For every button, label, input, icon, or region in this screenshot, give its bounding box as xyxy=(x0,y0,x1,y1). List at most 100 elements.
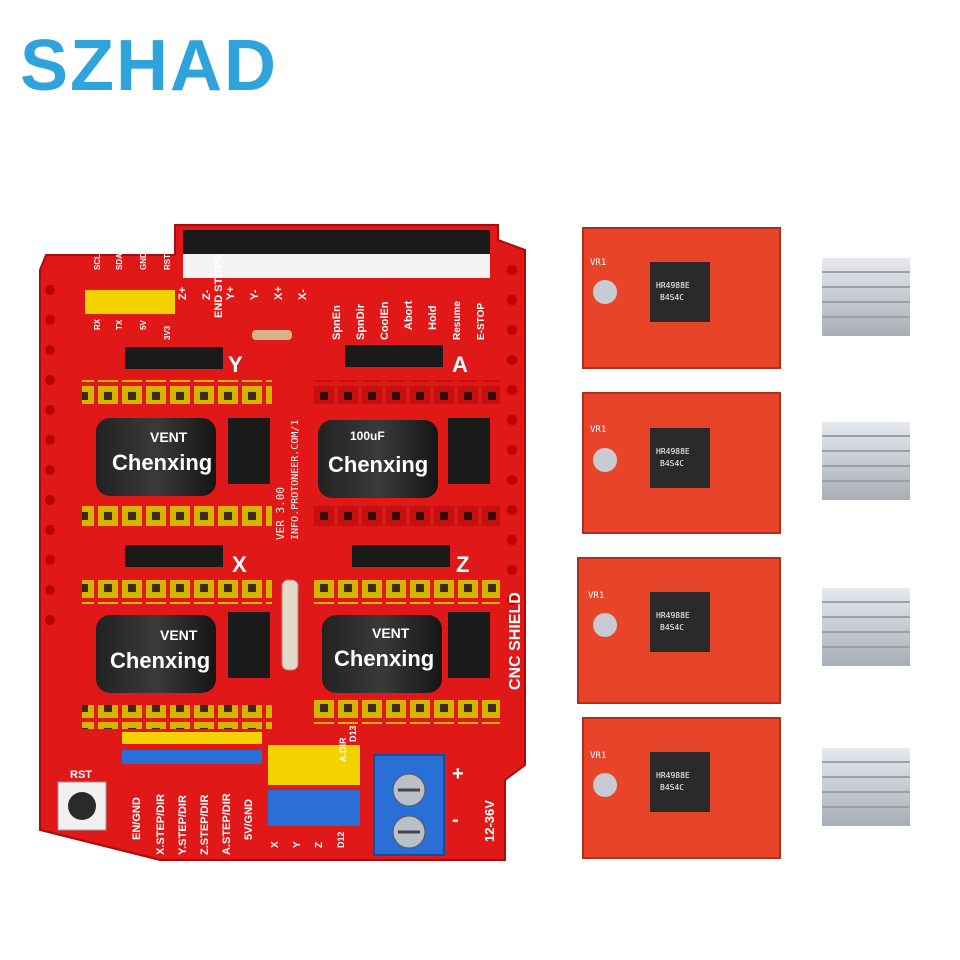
header-label-x-plus: X+ xyxy=(273,286,285,300)
i2c-label-scl: SCL xyxy=(93,254,102,270)
svg-text:Chenxing: Chenxing xyxy=(110,648,210,673)
x-driver-socket-bottom xyxy=(82,705,272,729)
serial-label-3v3: 3V3 xyxy=(163,325,172,340)
a-microstep-header xyxy=(345,345,443,367)
svg-text:HR4988E: HR4988E xyxy=(656,281,690,290)
bottom-header-label-y: Y xyxy=(292,841,303,848)
svg-text:VR1: VR1 xyxy=(590,751,606,761)
header-label-y-minus: Y- xyxy=(249,289,261,300)
svg-text:HR4988E: HR4988E xyxy=(656,771,690,780)
svg-text:VENT: VENT xyxy=(372,625,410,641)
y-microstep-header xyxy=(125,347,223,369)
axis-label-y: Y xyxy=(228,352,243,377)
header-label-z-plus: Z+ xyxy=(177,287,189,300)
serial-label-rx: RX xyxy=(93,318,102,330)
header-label-x-minus: X- xyxy=(297,289,309,300)
header-label-hold: Hold xyxy=(427,306,439,330)
end-stops-label: END STOPS xyxy=(213,255,225,318)
heatsink-2 xyxy=(822,422,910,500)
a-driver-socket-bottom xyxy=(310,505,500,529)
header-label-z-minus: Z- xyxy=(201,289,213,300)
header-label-spnen: SpnEn xyxy=(331,305,343,340)
svg-text:100uF: 100uF xyxy=(350,429,385,443)
stepper-driver-2: HR4988E B4S4C VR1 xyxy=(582,392,781,534)
bottom-header-label-x: X xyxy=(270,841,281,848)
xyz-step-header-yellow xyxy=(268,745,360,785)
power-voltage-label: 12-36V xyxy=(482,800,497,842)
power-minus-label: - xyxy=(452,809,459,831)
svg-text:Chenxing: Chenxing xyxy=(334,646,434,671)
reset-button xyxy=(57,781,107,831)
bottom-label-y-step: Y.STEP/DIR xyxy=(177,795,189,855)
bottom-label-en-gnd: EN/GND xyxy=(131,797,143,840)
heatsink-1 xyxy=(822,258,910,336)
brand-logo: SZHAD xyxy=(20,26,278,106)
z-microstep-header xyxy=(352,545,450,567)
jumper-blocks xyxy=(228,418,490,678)
bottom-label-5v-gnd: 5V/GND xyxy=(243,799,255,840)
svg-text:Chenxing: Chenxing xyxy=(112,450,212,475)
cnc-shield-title: CNC SHIELD xyxy=(507,592,524,690)
stepper-driver-4: HR4988E B4S4C VR1 xyxy=(582,717,781,859)
bottom-label-z-step: Z.STEP/DIR xyxy=(199,794,211,855)
y-driver-socket-top xyxy=(82,380,272,404)
en-header-blue xyxy=(122,750,262,764)
stepper-driver-3: HR4988E B4S4C VR1 xyxy=(577,557,781,704)
header-label-spndir: SpnDir xyxy=(355,303,367,340)
svg-text:B4S4C: B4S4C xyxy=(660,459,684,468)
serial-label-tx: TX xyxy=(115,319,124,330)
svg-text:VR1: VR1 xyxy=(590,425,606,435)
y-driver-socket-bottom xyxy=(82,505,272,529)
fuse xyxy=(281,579,299,671)
resistor xyxy=(252,330,292,340)
i2c-label-sda: SDA xyxy=(115,253,124,270)
i2c-label-gnd: GND xyxy=(139,252,148,270)
capacitor-a: Chenxing 100uF xyxy=(318,420,438,498)
z-driver-socket-bottom xyxy=(310,700,500,724)
capacitor-y: Chenxing VENT xyxy=(96,418,216,496)
a-dir-label: A.DIR xyxy=(338,737,348,762)
z-driver-socket-top xyxy=(310,580,500,604)
version-label: VER 3.00 xyxy=(274,487,287,540)
axis-label-x: X xyxy=(232,552,247,577)
header-label-coolen: CoolEn xyxy=(379,301,391,340)
cnc-shield-board: Z+ Z- Y+ Y- X+ X- SpnEn SpnDir CoolEn Ab… xyxy=(39,224,526,861)
right-edge-pads xyxy=(507,265,517,605)
header-label-abort: Abort xyxy=(403,300,415,330)
serial-label-5v: 5V xyxy=(139,320,148,330)
header-label-resume: Resume xyxy=(452,301,463,340)
endstop-header xyxy=(85,230,490,314)
x-driver-socket-top xyxy=(82,580,272,604)
svg-text:VENT: VENT xyxy=(160,627,198,643)
left-edge-pads xyxy=(45,285,55,625)
svg-text:HR4988E: HR4988E xyxy=(656,447,690,456)
header-label-estop: E-STOP xyxy=(476,303,487,340)
svg-text:B4S4C: B4S4C xyxy=(660,293,684,302)
power-terminal-block xyxy=(373,754,445,856)
svg-text:B4S4C: B4S4C xyxy=(660,783,684,792)
svg-text:HR4988E: HR4988E xyxy=(656,611,690,620)
i2c-label-rst: RST xyxy=(163,254,172,270)
bottom-label-x-step: X.STEP/DIR xyxy=(155,794,167,855)
bottom-header-label-d13: D13 xyxy=(348,725,358,742)
svg-text:VENT: VENT xyxy=(150,429,188,445)
heatsink-3 xyxy=(822,588,910,666)
capacitor-x: Chenxing VENT xyxy=(96,615,216,693)
en-header-top xyxy=(122,732,262,744)
power-plus-label: + xyxy=(452,763,464,785)
heatsink-4 xyxy=(822,748,910,826)
svg-text:Chenxing: Chenxing xyxy=(328,452,428,477)
svg-text:VR1: VR1 xyxy=(590,258,606,268)
xyz-step-header-blue xyxy=(268,790,360,826)
axis-label-a: A xyxy=(452,352,468,377)
header-label-y-plus: Y+ xyxy=(225,286,237,300)
stepper-driver-1: HR4988E B4S4C VR1 xyxy=(582,227,781,369)
website-label: INFO.PROTONEER.COM/1 xyxy=(290,420,301,540)
x-microstep-header xyxy=(125,545,223,567)
bottom-header-label-d12: D12 xyxy=(336,831,346,848)
svg-text:B4S4C: B4S4C xyxy=(660,623,684,632)
rst-label: RST xyxy=(70,769,92,781)
bottom-label-a-step: A.STEP/DIR xyxy=(221,793,233,855)
bottom-header-label-z: Z xyxy=(314,842,325,848)
